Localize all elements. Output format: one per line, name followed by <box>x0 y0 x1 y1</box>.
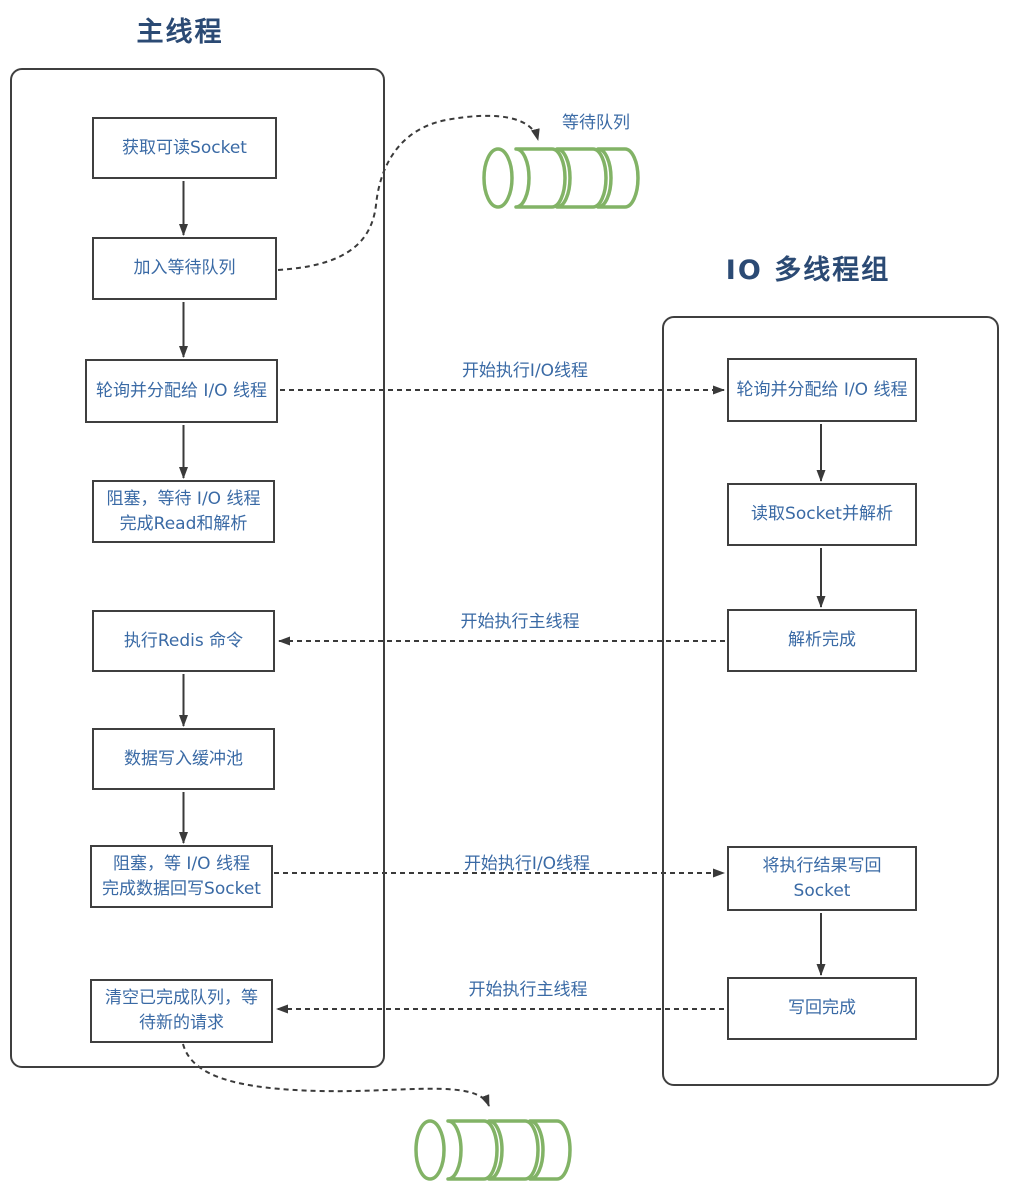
node-join-wait-queue: 加入等待队列 <box>92 237 277 300</box>
node-exec-redis-command: 执行Redis 命令 <box>92 610 275 672</box>
node-get-readable-socket: 获取可读Socket <box>92 117 277 179</box>
edge-label-start-main-1: 开始执行主线程 <box>460 612 580 632</box>
finished-queue-icon <box>414 1119 572 1181</box>
node-block-wait-read: 阻塞，等待 I/O 线程 完成Read和解析 <box>92 480 275 543</box>
edge-label-start-io-1: 开始执行I/O线程 <box>461 361 589 381</box>
node-clear-finished-queue: 清空已完成队列，等 待新的请求 <box>90 979 273 1043</box>
node-io-parse-done: 解析完成 <box>727 609 917 672</box>
node-write-buffer-pool: 数据写入缓冲池 <box>92 728 275 790</box>
node-io-write-back: 将执行结果写回 Socket <box>727 846 917 911</box>
edge-label-start-main-2: 开始执行主线程 <box>468 980 588 1000</box>
node-poll-assign-io: 轮询并分配给 I/O 线程 <box>85 359 278 423</box>
main-thread-container <box>10 68 385 1068</box>
node-io-write-done: 写回完成 <box>727 977 917 1040</box>
io-group-title: IO 多线程组 <box>725 255 891 286</box>
io-group-container <box>662 316 999 1086</box>
main-thread-title: 主线程 <box>136 17 224 48</box>
node-io-poll-assign: 轮询并分配给 I/O 线程 <box>727 358 917 422</box>
node-block-wait-writeback: 阻塞，等 I/O 线程 完成数据回写Socket <box>90 845 273 908</box>
edge-label-start-io-2: 开始执行I/O线程 <box>463 854 591 874</box>
wait-queue-label: 等待队列 <box>562 113 630 133</box>
node-io-read-parse: 读取Socket并解析 <box>727 483 917 546</box>
wait-queue-icon <box>482 147 640 209</box>
